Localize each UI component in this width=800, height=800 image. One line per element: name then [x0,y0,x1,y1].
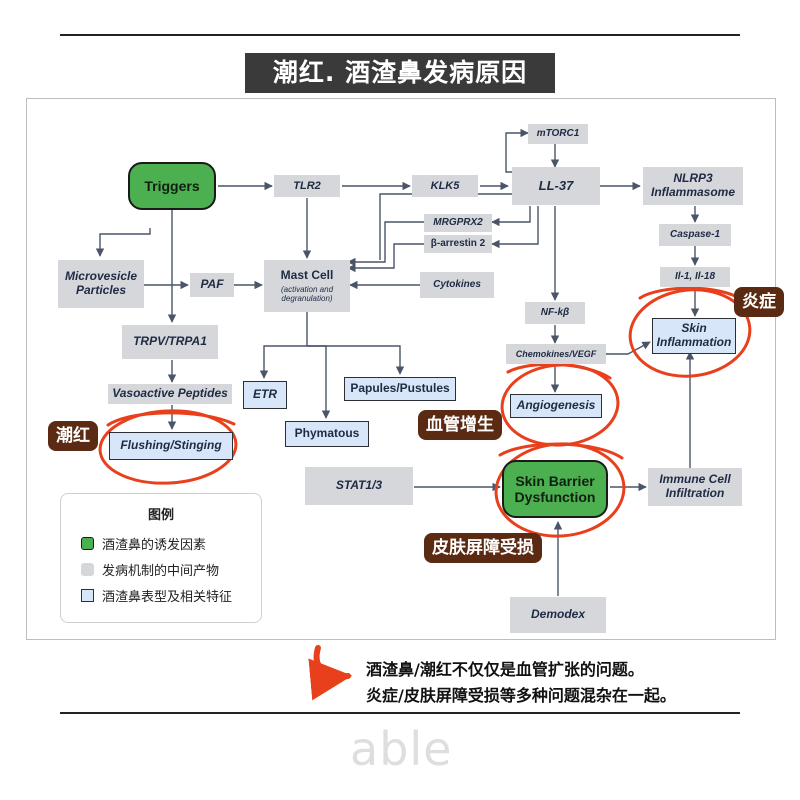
node-papules: Papules/Pustules [344,377,456,401]
edge-mrgprx2-mast [347,221,424,267]
node-barrestin: β-arrestin 2 [424,235,492,253]
mastcell-label: Mast Cell [280,267,334,282]
mastcell-sublabel: (activation and degranulation) [280,284,334,303]
node-paf: PAF [190,273,234,297]
legend-swatch-blue [81,589,94,602]
edge-ll37-mtorc1 [505,128,529,173]
node-flushing: Flushing/Stinging [109,432,233,460]
tag-angiogenesis: 血管增生 [418,410,502,440]
legend-label: 发病机制的中间产物 [102,564,220,579]
tag-flushing: 潮红 [48,421,98,451]
legend-item-trigger: 酒渣鼻的诱发因素 [81,534,206,553]
tag-barrier: 皮肤屏障受损 [424,533,542,563]
node-il: Il-1, Il-18 [660,267,730,287]
highlight-inflammation [628,288,752,378]
node-trpv: TRPV/TRPA1 [122,325,218,359]
node-mastcell: Mast Cell (activation and degranulation) [264,260,350,312]
edge-mast-phymatous [307,345,331,419]
note-line-2: 炎症/皮肤屏障受损等多种问题混杂在一起。 [366,686,676,705]
top-rule [60,34,740,36]
edge-ll37-mrgprx2 [491,206,531,227]
node-skin-barrier: Skin Barrier Dysfunction [502,460,608,518]
node-microvesicle: Microvesicle Particles [58,260,144,308]
node-mtorc1: mTORC1 [528,124,588,144]
legend-title: 图例 [147,508,174,523]
edge-chemokines-inflam [606,341,651,355]
edge-mast-etr [259,312,308,379]
node-angiogenesis: Angiogenesis [510,394,602,418]
legend-swatch-green [81,537,94,550]
node-phymatous: Phymatous [285,421,369,447]
legend: 图例 酒渣鼻的诱发因素 发病机制的中间产物 酒渣鼻表型及相关特征 [60,493,262,623]
tag-inflammation: 炎症 [734,287,784,317]
node-triggers: Triggers [128,162,216,210]
highlight-flushing-stroke [106,411,236,427]
edge-barrestin-mast [347,243,424,273]
legend-label: 酒渣鼻表型及相关特征 [102,590,233,605]
brand-logo: able [350,722,453,776]
legend-label: 酒渣鼻的诱发因素 [102,538,207,553]
node-nfkb: NF-kβ [525,302,585,324]
highlight-angiogenesis-stroke [506,362,612,380]
node-ll37: LL-37 [512,167,600,205]
highlight-barrier-stroke [498,442,624,460]
node-tlr2: TLR2 [274,175,340,197]
node-vasoactive: Vasoactive Peptides [108,384,232,404]
node-stat: STAT1/3 [305,467,413,505]
node-cytokines: Cytokines [420,272,494,298]
edge-ll37-barrestin [491,206,539,249]
legend-item-phenotype: 酒渣鼻表型及相关特征 [81,586,232,605]
node-chemokines: Chemokines/VEGF [506,344,606,364]
node-immune: Immune Cell Infiltration [648,468,742,506]
bottom-rule [60,712,740,714]
legend-item-intermediate: 发病机制的中间产物 [81,560,219,579]
note-line-1: 酒渣鼻/潮红不仅仅是血管扩张的问题。 [366,660,644,679]
highlight-inflammation-stroke [638,286,744,302]
node-demodex: Demodex [510,597,606,633]
edge-triggers-micro [95,228,151,257]
legend-swatch-gray [81,563,94,576]
note-arrow [308,645,353,701]
node-skin-inflammation: Skin Inflammation [652,318,736,354]
node-caspase1: Caspase-1 [659,224,731,246]
page-title: 潮红. 酒渣鼻发病原因 [245,53,555,93]
node-klk5: KLK5 [412,175,478,197]
edge-mast-papules [307,345,405,375]
node-nlrp3: NLRP3 Inflammasome [643,167,743,205]
highlight-flushing [98,409,238,485]
node-etr: ETR [243,381,287,409]
node-mrgprx2: MRGPRX2 [424,214,492,232]
